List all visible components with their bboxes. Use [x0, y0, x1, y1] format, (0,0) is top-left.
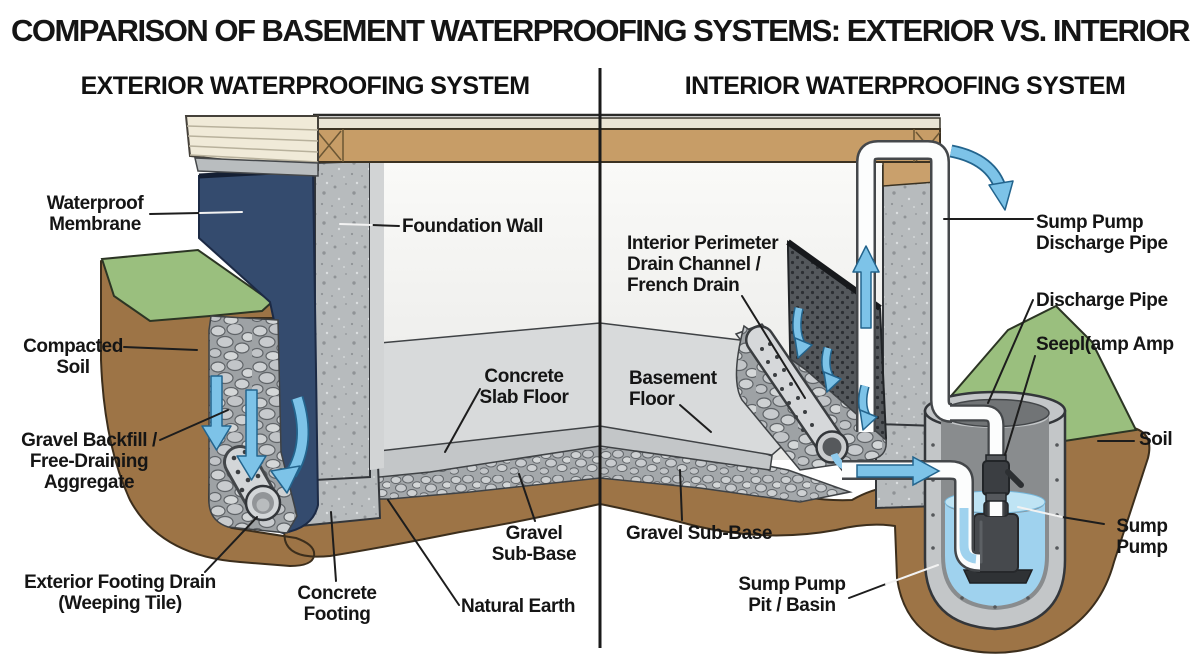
- label-sump-pump-discharge-pipe: Sump Pump Discharge Pipe: [1036, 212, 1168, 254]
- foundation-wall-right-shape: [882, 161, 938, 432]
- label-natural-earth: Natural Earth: [461, 596, 576, 617]
- label-discharge-pipe: Discharge Pipe: [1036, 290, 1168, 311]
- weeping-tile-pipe-shape: [223, 445, 282, 522]
- water-arrows-right: [792, 144, 1014, 431]
- label-compacted-soil: Compacted Soil: [23, 336, 123, 378]
- section-heading-interior: INTERIOR WATERPROOFING SYSTEM: [684, 72, 1126, 100]
- label-concrete-slab-floor: Concrete Slab Floor: [479, 366, 569, 408]
- label-soil: Soil: [1139, 429, 1173, 450]
- water-arrows-left: [201, 375, 310, 494]
- wall-corner-face: [370, 162, 384, 470]
- label-exterior-footing-drain: Exterior Footing Drain (Weeping Tile): [24, 572, 216, 614]
- house-structure: [184, 113, 941, 177]
- label-gravel-sub-base-left: Gravel Sub-Base: [491, 523, 577, 565]
- check-valve: [982, 454, 1024, 502]
- label-sump-pump-pit: Sump Pump Pit / Basin: [738, 574, 846, 616]
- sump-pump-shape: [962, 501, 1034, 584]
- section-heading-exterior: EXTERIOR WATERPROOFING SYSTEM: [80, 72, 530, 100]
- rim-joist-band: [312, 128, 941, 163]
- label-foundation-wall: Foundation Wall: [402, 216, 544, 237]
- subfloor-edge: [312, 117, 941, 130]
- label-gravel-sub-base-right: Gravel Sub-Base: [626, 523, 773, 544]
- foundation-wall-left-shape: [314, 159, 371, 482]
- label-interior-perimeter-drain: Interior Perimeter Drain Channel / Frenc…: [627, 233, 779, 296]
- sill-left: [194, 157, 319, 177]
- label-waterproof-membrane: Waterproof Membrane: [46, 193, 144, 235]
- label-concrete-footing: Concrete Footing: [297, 583, 377, 625]
- leader-lines: [123, 211, 1135, 606]
- label-basement-floor: Basement Floor: [629, 368, 717, 410]
- label-gravel-backfill: Gravel Backfill / Free-Draining Aggregat…: [21, 430, 157, 493]
- diagram-title: COMPARISON OF BASEMENT WATERPROOFING SYS…: [10, 13, 1191, 48]
- label-sump-pump: Sump Pump: [1116, 516, 1168, 558]
- grass-left: [100, 248, 274, 323]
- drain-line-to-pit: [842, 455, 981, 572]
- divider-line: [598, 68, 602, 648]
- discharge-pipe-shape: [856, 140, 1024, 516]
- label-seep-clamp: Seepl(amp Amp: [1036, 334, 1174, 355]
